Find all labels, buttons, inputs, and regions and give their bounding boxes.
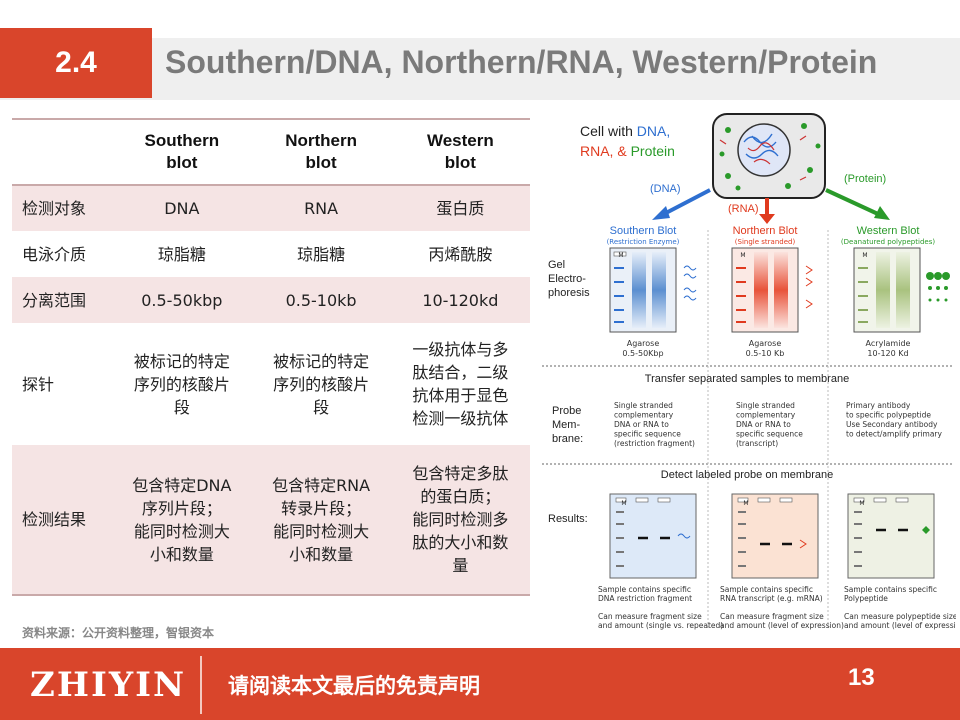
row-label: 探针: [22, 374, 55, 394]
page-number: 13: [848, 664, 875, 691]
table-cell: DNA: [112, 185, 252, 231]
zhiyin-logo: ZHIYIN: [30, 665, 187, 705]
table-cell: 0.5-10kb: [251, 277, 391, 323]
section-number: 2.4: [0, 28, 152, 98]
rna-arrow: (RNA): [728, 198, 775, 224]
dna-arrow: (DNA): [650, 183, 711, 220]
lane-marker: M: [618, 252, 623, 259]
southern-blot-subtitle: (Restriction Enzyme): [607, 238, 680, 246]
table-header-cell: [12, 118, 113, 186]
table-row: 电泳介质 琼脂糖 琼脂糖 丙烯酰胺: [12, 231, 530, 277]
table-cell: 10-120kd: [390, 277, 530, 323]
detect-step: Detect labeled probe on membrane: [661, 469, 833, 481]
table-cell: 被标记的特定序列的核酸片段: [133, 351, 230, 417]
header-bar: [0, 38, 960, 100]
table-cell: 琼脂糖: [157, 244, 206, 264]
source-note: 资料来源：公开资料整理，智银资本: [22, 626, 215, 640]
table-cell: RNA: [251, 185, 391, 231]
table-cell: 被标记的特定序列的核酸片段: [273, 351, 370, 417]
lane-marker: M: [862, 252, 867, 259]
row-label: 检测结果: [12, 445, 113, 596]
results-label: Results:: [548, 513, 588, 525]
table-cell: 包含特定多肽的蛋白质；能同时检测多肽的大小和数量: [390, 445, 530, 596]
blot-diagram-svg: Cell with DNA, RNA, & Protein (DNA) (RNA…: [542, 113, 960, 630]
row-label: 检测对象: [12, 185, 113, 231]
lane-marker: M: [621, 500, 626, 507]
svg-text:(DNA): (DNA): [650, 183, 681, 195]
page-title: Southern/DNA, Northern/RNA, Western/Prot…: [165, 44, 878, 80]
lane-marker: M: [743, 500, 748, 507]
northern-membrane: [731, 493, 819, 579]
western-membrane: [847, 493, 935, 579]
lane-marker: M: [740, 252, 745, 259]
svg-text:(Protein): (Protein): [844, 173, 886, 185]
lane-marker: M: [859, 500, 864, 507]
western-blot-title: Western Blot: [857, 225, 920, 237]
western-blot-subtitle: (Deanatured polypeptides): [841, 238, 935, 246]
row-label: 分离范围: [12, 277, 113, 323]
protein-arrow: (Protein): [825, 173, 890, 220]
table-row: 探针被标记的特定序列的核酸片段被标记的特定序列的核酸片段一级抗体与多肽结合，二级…: [12, 323, 530, 445]
footer-bar: [0, 648, 960, 720]
table-cell: 琼脂糖: [297, 244, 346, 264]
southern-membrane: [609, 493, 697, 579]
blot-diagram: Cell with DNA, RNA, & Protein (DNA) (RNA…: [538, 110, 960, 636]
table-cell: 0.5-50kbp: [112, 277, 252, 323]
row-label: 电泳介质: [22, 244, 87, 264]
transfer-step: Transfer separated samples to membrane: [645, 373, 849, 385]
table-cell: 一级抗体与多肽结合，二级抗体用于显色检测一级抗体: [412, 340, 509, 428]
northern-blot-subtitle: (Single stranded): [735, 238, 796, 246]
disclaimer-text: 请阅读本文最后的免责声明: [228, 674, 480, 698]
cell-label-text-2: RNA, & Protein: [580, 143, 675, 159]
footer-divider: [200, 656, 202, 714]
table-cell: 蛋白质: [390, 185, 530, 231]
table-cell: 丙烯酰胺: [428, 244, 493, 264]
northern-blot-title: Northern Blot: [733, 225, 798, 237]
southern-blot-title: Southern Blot: [610, 225, 677, 237]
cell-label-text: Cell with DNA,: [580, 123, 670, 139]
svg-text:(RNA): (RNA): [728, 203, 759, 215]
cell-illustration: [712, 113, 826, 199]
